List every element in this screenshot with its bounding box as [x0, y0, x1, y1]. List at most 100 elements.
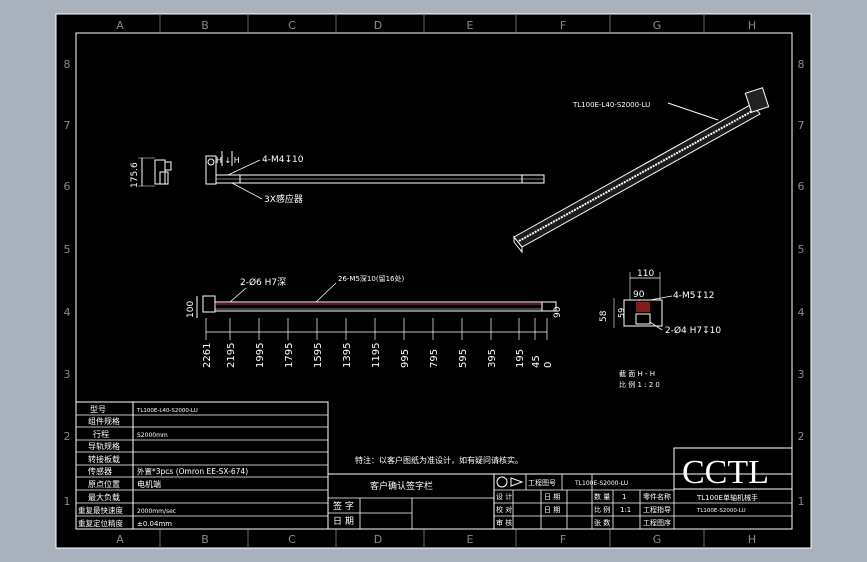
side-callout-sensor: 3X感应器 — [264, 193, 303, 205]
spec-value: TL100E-L40-S2000-LU — [136, 408, 198, 414]
logo-text: CCTL — [682, 454, 769, 491]
special-note: 特注：以客户图纸为准设计，如有疑问请核实。 — [355, 455, 523, 465]
col-label: D — [374, 19, 382, 32]
approval-box: 客户确认签字栏 签 字 日 期 — [327, 473, 495, 530]
spec-label: 重复最快速度 — [78, 505, 123, 515]
row-label: 6 — [64, 180, 71, 193]
front-position-labels: 2261 2195 1995 1795 1595 1395 1195 995 7… — [202, 343, 554, 368]
section-dim-top: 110 — [637, 269, 654, 279]
product-name: TL100E单轴机械手 — [696, 493, 758, 502]
position-label: 0 — [543, 362, 554, 368]
row-label: 3 — [64, 368, 71, 381]
spec-value: 电机端 — [137, 479, 161, 489]
qty-label: 数 量 — [594, 492, 610, 501]
side-h-marks: H ↓ H — [216, 156, 240, 165]
drawing-no-label: 工程图号 — [528, 478, 556, 487]
row-label: 2 — [798, 430, 805, 443]
row-label: 1 — [64, 495, 71, 508]
front-view: 100 90 2-Ø6 H7深 26-M5深10(留16处) 2261 2195… — [186, 274, 563, 368]
position-label: 2261 — [202, 343, 213, 368]
spec-label: 组件规格 — [88, 416, 120, 426]
front-callout-dowel: 2-Ø6 H7深 — [240, 277, 286, 288]
row-label: 4 — [798, 306, 805, 319]
spec-label: 型号 — [90, 405, 106, 414]
position-label: 1995 — [255, 343, 266, 368]
date-cell-label: 日 期 — [544, 493, 560, 501]
spec-value: 2000mm/sec — [137, 508, 176, 515]
spec-label: 最大负载 — [88, 492, 120, 502]
col-label: B — [201, 533, 209, 546]
row-label: 3 — [798, 368, 805, 381]
col-label: G — [653, 19, 662, 32]
position-label: 195 — [515, 349, 526, 368]
title-block: 工程图号 TL100E-S2000-LU CCTL TL100E单轴机械手 TL… — [493, 447, 793, 530]
front-callout-tap: 26-M5深10(留16处) — [338, 274, 404, 283]
spec-value: 外置*3pcs (Omron EE-SX-674) — [137, 466, 248, 476]
position-label: 1195 — [371, 343, 382, 368]
product-code: TL100E-S2000-LU — [696, 508, 746, 514]
column-labels-top: A B C D E F G H — [116, 19, 756, 32]
spec-label: 导轨规格 — [88, 441, 120, 451]
position-label: 795 — [429, 349, 440, 368]
approval-title: 客户确认签字栏 — [370, 480, 433, 492]
col-label: H — [748, 19, 756, 32]
row-label: 1 — [798, 495, 805, 508]
part-name-label: 零件名称 — [643, 492, 671, 501]
project-label: 工程指导 — [643, 505, 671, 514]
col-label: F — [560, 533, 566, 546]
col-label: C — [288, 19, 296, 32]
sign-label: 签 字 — [333, 500, 354, 512]
side-callout-holes: 4-M4↧10 — [262, 155, 304, 165]
section-callout-tap: 4-M5↧12 — [673, 291, 714, 301]
col-label: E — [467, 19, 474, 32]
position-label: 595 — [458, 349, 469, 368]
design-label: 设 计 — [496, 492, 512, 501]
position-label: 1595 — [313, 343, 324, 368]
spec-label: 传感器 — [88, 466, 112, 476]
iso-callout: TL100E-L40-S2000-LU — [572, 101, 650, 109]
col-label: A — [116, 533, 124, 546]
section-dim-mid: 59 — [617, 308, 626, 318]
row-label: 4 — [64, 306, 71, 319]
date-cell-label: 日 期 — [544, 506, 560, 514]
row-label: 7 — [798, 119, 805, 132]
scale-value: 1:1 — [620, 506, 631, 514]
row-label: 8 — [798, 58, 805, 71]
row-label: 8 — [64, 58, 71, 71]
row-label: 5 — [64, 243, 71, 256]
row-labels-right: 8 7 6 5 4 3 2 1 — [798, 58, 805, 508]
position-label: 395 — [487, 349, 498, 368]
side-end-block — [205, 155, 217, 185]
front-dim-height: 100 — [186, 301, 196, 318]
row-label: 6 — [798, 180, 805, 193]
grid-ticks — [159, 14, 705, 548]
col-label: C — [288, 533, 296, 546]
section-scale: 比 例 1 : 2 0 — [619, 380, 660, 389]
spec-label: 行程 — [93, 429, 109, 439]
date-label: 日 期 — [333, 516, 354, 527]
audit-label: 审 核 — [496, 518, 512, 527]
qty-value: 1 — [622, 493, 626, 501]
section-title: 截 面 H - H — [619, 369, 655, 378]
front-position-ticks — [205, 318, 548, 340]
position-label: 45 — [531, 355, 542, 368]
position-label: 1395 — [342, 343, 353, 368]
iso-motor-end — [744, 87, 770, 113]
section-profile — [623, 299, 663, 327]
spec-label: 原点位置 — [88, 479, 120, 489]
section-callout-dowel: 2-Ø4 H7↧10 — [665, 325, 721, 336]
position-label: 995 — [400, 349, 411, 368]
col-label: G — [653, 533, 662, 546]
column-labels-bottom: A B C D E F G H — [116, 533, 756, 546]
col-label: E — [467, 533, 474, 546]
spec-value: ±0.04mm — [137, 520, 172, 528]
pages-label: 张 数 — [594, 518, 610, 527]
section-view: 110 90 58 59 4-M5↧12 2-Ø4 H7↧10 截 面 H - … — [599, 269, 721, 389]
spec-table: 型号 TL100E-L40-S2000-LU 组件规格 行程 S2000mm 导… — [75, 401, 329, 530]
col-label: F — [560, 19, 566, 32]
col-label: B — [201, 19, 209, 32]
side-view: H ↓ H 4-M4↧10 3X感应器 175.6 — [130, 151, 545, 205]
row-label: 7 — [64, 119, 71, 132]
position-label: 2195 — [226, 343, 237, 368]
